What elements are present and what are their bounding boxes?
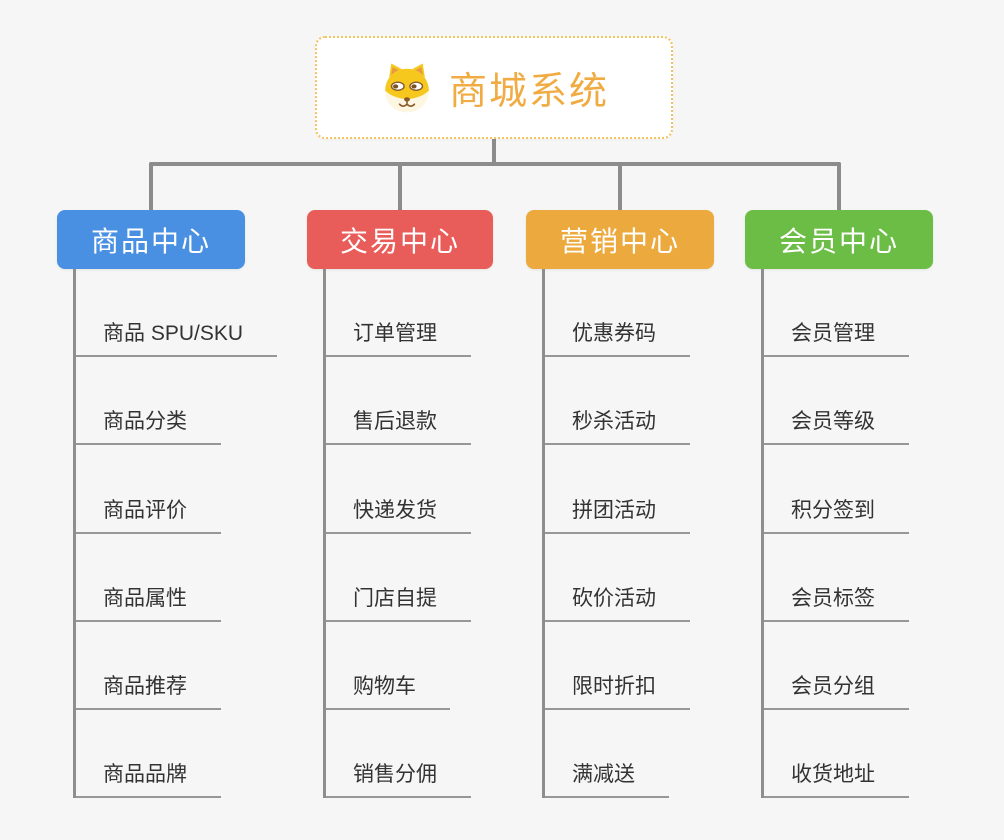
leaf-node-limited-time-discount[interactable]: 限时折扣	[545, 622, 690, 710]
leaf-node-coupon-code[interactable]: 优惠券码	[545, 269, 690, 358]
connector-drop-member-center	[837, 162, 841, 214]
branch-items-marketing-center: 优惠券码 秒杀活动 拼团活动 砍价活动 限时折扣 满减送	[542, 269, 690, 799]
branch-node-marketing-center[interactable]: 营销中心	[526, 210, 714, 269]
branch-items-product-center: 商品 SPU/SKU 商品分类 商品评价 商品属性 商品推荐 商品品牌	[73, 269, 278, 799]
leaf-node-sales-commission[interactable]: 销售分佣	[326, 710, 471, 799]
connector-drop-product-center	[149, 162, 153, 214]
leaf-node-aftersale-refund[interactable]: 售后退款	[326, 357, 471, 446]
connector-root-stub	[492, 138, 496, 165]
leaf-node-points-checkin[interactable]: 积分签到	[764, 445, 909, 534]
leaf-node-product-category[interactable]: 商品分类	[76, 357, 221, 446]
leaf-node-product-attribute[interactable]: 商品属性	[76, 534, 221, 622]
leaf-node-product-recommend[interactable]: 商品推荐	[76, 622, 221, 710]
branch-items-member-center: 会员管理 会员等级 积分签到 会员标签 会员分组 收货地址	[761, 269, 909, 799]
leaf-node-member-group[interactable]: 会员分组	[764, 622, 909, 710]
branch-node-trade-center[interactable]: 交易中心	[307, 210, 493, 269]
leaf-node-bargain-activity[interactable]: 砍价活动	[545, 534, 690, 622]
root-node-mall-system[interactable]: 商城系统	[315, 36, 673, 139]
leaf-node-order-management[interactable]: 订单管理	[326, 269, 471, 358]
branch-items-trade-center: 订单管理 售后退款 快递发货 门店自提 购物车 销售分佣	[323, 269, 471, 799]
leaf-node-shopping-cart[interactable]: 购物车	[326, 622, 450, 710]
leaf-node-product-brand[interactable]: 商品品牌	[76, 710, 221, 799]
root-node-title: 商城系统	[448, 71, 609, 113]
leaf-node-store-pickup[interactable]: 门店自提	[326, 534, 471, 622]
leaf-node-product-review[interactable]: 商品评价	[76, 445, 221, 534]
connector-drop-trade-center	[398, 162, 402, 214]
leaf-node-member-level[interactable]: 会员等级	[764, 357, 909, 446]
leaf-node-group-buy[interactable]: 拼团活动	[545, 445, 690, 534]
leaf-node-express-delivery[interactable]: 快递发货	[326, 445, 471, 534]
leaf-node-full-reduction[interactable]: 满减送	[545, 710, 669, 799]
leaf-node-flash-sale[interactable]: 秒杀活动	[545, 357, 690, 446]
leaf-node-member-tag[interactable]: 会员标签	[764, 534, 909, 622]
branch-node-member-center[interactable]: 会员中心	[745, 210, 933, 269]
dog-face-icon	[385, 63, 429, 112]
leaf-node-product-spu-sku[interactable]: 商品 SPU/SKU	[76, 269, 278, 358]
connector-horizontal-bar	[149, 162, 841, 166]
leaf-node-member-management[interactable]: 会员管理	[764, 269, 909, 358]
connector-drop-marketing-center	[618, 162, 622, 214]
branch-node-product-center[interactable]: 商品中心	[57, 210, 245, 269]
leaf-node-shipping-address[interactable]: 收货地址	[764, 710, 909, 799]
